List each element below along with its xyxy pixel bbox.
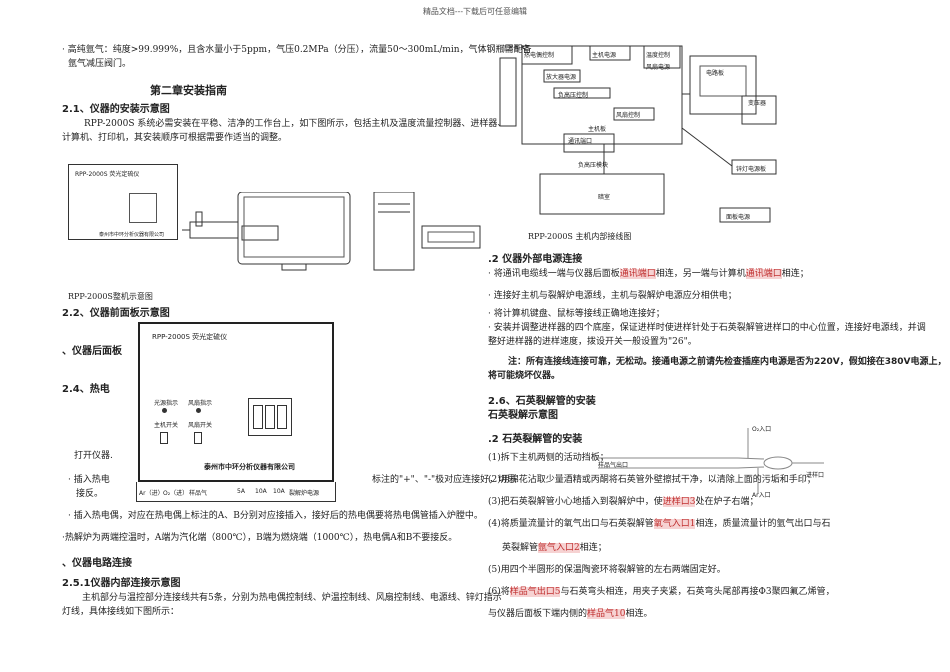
- para-2-1a: RPP-2000S 系统必需安装在平稳、洁净的工作台上，如下图所示，包括主机及温…: [84, 119, 507, 129]
- ext-line-2: · 连接好主机与裂解炉电源线，主机与裂解炉电源应分相供电；: [488, 291, 737, 301]
- rear-furnace-power: 裂解炉电源: [289, 490, 320, 497]
- diag-label-main-power: 主机电源: [592, 52, 617, 59]
- note-line-1: 注：所有连接线连接可靠，无松动。接通电源之前请先检查插座内电源是否为220V，假…: [508, 357, 947, 367]
- section-circuit: 、仪器电路连接: [62, 558, 132, 569]
- para-2-1b: 计算机、打印机，其安装顺序可根据需要作适当的调整。: [62, 133, 288, 143]
- ext-line-4a: · 安装并调整进样器的四个底座，保证进样时使进样针处于石英裂解管进样口的中心位置…: [488, 323, 926, 333]
- section-2-4: 2.4、热电: [62, 384, 110, 395]
- display-digit-3: [277, 405, 287, 429]
- section-2-1: 2.1、仪器的安装示意图: [62, 104, 170, 115]
- diag-label-circuit: 电路板: [706, 70, 725, 77]
- equipment-sketch: [182, 192, 481, 271]
- display-digit-1: [253, 405, 263, 429]
- section-2-6-sub: 石英裂解示意图: [488, 410, 558, 421]
- rear-sample-gas: 样品气: [189, 490, 208, 497]
- display-window: [248, 398, 292, 436]
- rear-strip: Ar（进） O₂（进） 样品气 5A 10A 10A 裂解炉电源: [136, 482, 336, 502]
- note-line-2: 将可能烧坏仪器。: [488, 371, 561, 381]
- diag-label-temp: 温度控制: [646, 52, 671, 59]
- para-2-5-1a: 主机部分与温控部分连接线共有5条，分别为热电偶控制线、炉温控制线、风扇控制线、电…: [82, 593, 502, 603]
- open-text: 打开仪器.: [74, 451, 113, 461]
- rear-ar-in: Ar（进）: [139, 490, 164, 497]
- diag-label-fan-power: 风扇电源: [646, 64, 671, 71]
- quartz-label-ar: Ar入口: [752, 492, 771, 499]
- fan-indicator-icon: [196, 408, 201, 413]
- quartz-label-outlet: 样品气出口: [598, 462, 629, 469]
- diag-label-amp: 放大器电源: [546, 74, 577, 81]
- chapter-title: 第二章安装指南: [150, 84, 227, 97]
- diag-label-transformer: 变压器: [748, 100, 767, 107]
- small-front-panel: RPP-2000S 荧光定硫仪 泰州市中环分析仪器有限公司: [68, 164, 178, 240]
- front-panel: RPP-2000S 荧光定硫仪 光源指示 风扇指示 主机开关 风扇开关 泰州市中…: [138, 322, 334, 482]
- ext-line-4b: 整好进样器的进样速度，拨设开关一般设置为"26"。: [488, 337, 697, 347]
- ext-line-3: · 将计算机键盘、鼠标等接线正确地连接好；: [488, 309, 665, 319]
- quartz-step-6: (6)将样品气出口5与石英弯头相连，用夹子夹紧，石英弯头尾部再接Φ3聚四氟乙烯管…: [488, 587, 835, 597]
- diag-label-tc: 热电偶控制: [524, 52, 555, 59]
- section-2-5-1: 2.5.1仪器内部连接示意图: [62, 578, 181, 589]
- small-panel-company: 泰州市中环分析仪器有限公司: [99, 232, 165, 238]
- main-switch[interactable]: [160, 432, 168, 444]
- quartz-step-7: 与仪器后面板下端内侧的样品气10相连。: [488, 609, 653, 619]
- diag-label-zn-power: 锌灯电源板: [736, 166, 767, 173]
- diag-label-mainboard: 主机板: [588, 126, 607, 133]
- thermocouple-bullet-a: · 插入热电: [68, 475, 110, 485]
- figure-caption-2: RPP-2000S 主机内部接线图: [528, 232, 632, 241]
- front-panel-title: RPP-2000S 荧光定硫仪: [152, 333, 228, 341]
- diag-label-darkroom: 暗室: [598, 194, 611, 201]
- front-label-main-switch: 主机开关: [154, 422, 179, 429]
- rear-fuse-10a-2: 10A: [273, 488, 285, 495]
- quartz-step-3: (3)把石英裂解管小心地插入到裂解炉中，使进样口3处在炉子右端；: [488, 497, 759, 507]
- quartz-step-2: (2)用棉花沾取少量酒精或丙酮将石英管外壁擦拭干净，以清除上面的污垢和手印；: [488, 475, 816, 485]
- thermocouple-bullet-b: 接反。: [76, 489, 104, 499]
- quartz-step-4: (4)将质量流量计的氧气出口与石英裂解管氧气入口1相连，质量流量计的氩气出口与石: [488, 519, 831, 529]
- quartz-step-4b: 英裂解管氩气入口2相连；: [502, 543, 607, 553]
- display-digit-2: [265, 405, 275, 429]
- page-header: 精品文档---下载后可任意编辑: [422, 7, 528, 16]
- thermocouple-bullet-c: 标注的"+"、"-"极对应连接好，切忌: [372, 475, 517, 485]
- diag-label-fan-ctrl: 风扇控制: [616, 112, 641, 119]
- thermocouple-note: ·热解炉为两端控温时，A端为汽化端（800℃），B端为燃烧端（1000℃），热电…: [62, 533, 458, 543]
- wiring-diagram: [499, 45, 777, 223]
- para-2-5-1b: 灯线，具体接线如下图所示：: [62, 607, 180, 617]
- thermocouple-bullet-2: · 插入热电偶，对应在热电偶上标注的A、B分别对应接插入，接好后的热电偶要将热电…: [68, 511, 483, 521]
- diag-label-panel-power: 面板电源: [726, 214, 751, 221]
- front-label-fan: 风扇指示: [188, 400, 213, 407]
- section-2-2: 2.2、仪器前面板示意图: [62, 308, 170, 319]
- quartz-tube-sketch: [598, 428, 824, 494]
- quartz-label-o2: O₂入口: [752, 426, 772, 433]
- rear-fuse-10a-1: 10A: [255, 488, 267, 495]
- figure-caption-1: RPP-2000S整机示意图: [68, 292, 153, 301]
- quartz-step-1: (1)拆下主机两侧的活动挡板；: [488, 453, 609, 463]
- gas-bullet-cont: 氩气减压阀门。: [68, 59, 132, 69]
- gas-bullet: · 高纯氩气：纯度>99.999%，且含水量小于5ppm，气压0.2MPa（分压…: [62, 45, 532, 55]
- light-indicator-icon: [162, 408, 167, 413]
- diag-label-comm: 通讯端口: [568, 138, 593, 145]
- front-company: 泰州市中环分析仪器有限公司: [204, 463, 295, 471]
- diag-label-hv: 负高压控制: [558, 92, 589, 99]
- small-panel-title: RPP-2000S 荧光定硫仪: [75, 171, 140, 178]
- rear-o2-in: O₂（进）: [163, 490, 189, 497]
- ext-line-1: · 将通讯电缆线一端与仪器后面板通讯端口相连，另一端与计算机通讯端口相连；: [488, 269, 809, 279]
- diag-label-signal: 信号输入: [502, 45, 527, 52]
- rear-fuse-5a: 5A: [237, 488, 245, 495]
- section-2-6-install: .2 石英裂解管的安装: [488, 434, 583, 445]
- front-label-light: 光源指示: [154, 400, 179, 407]
- section-2-6: 2.6、石英裂解管的安装: [488, 396, 596, 407]
- quartz-label-inlet: 进样口: [806, 472, 825, 479]
- quartz-step-5: (5)用四个半圆形的保温陶瓷环将裂解管的左右两端固定好。: [488, 565, 726, 575]
- small-panel-display: [129, 193, 157, 223]
- fan-switch[interactable]: [194, 432, 202, 444]
- section-ext-power: .2 仪器外部电源连接: [488, 254, 583, 265]
- diag-label-hv-module: 负高压模块: [578, 162, 609, 169]
- front-label-fan-switch: 风扇开关: [188, 422, 213, 429]
- section-2-3: 、仪器后面板: [62, 346, 122, 357]
